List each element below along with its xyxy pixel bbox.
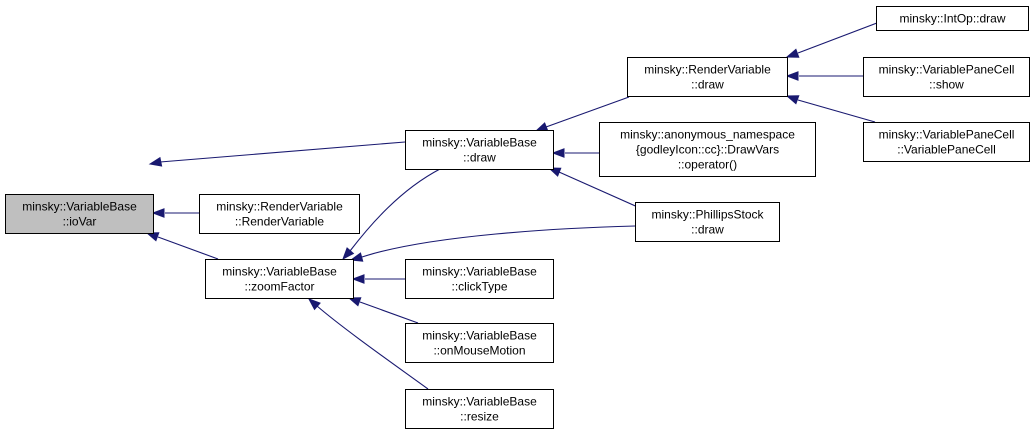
arrowhead [351, 274, 365, 284]
node-label-line: minsky::RenderVariable [216, 200, 343, 214]
node-box [405, 259, 554, 299]
node-label-line: minsky::RenderVariable [644, 63, 771, 77]
node-label-line: ::resize [460, 410, 499, 424]
node-drawvars[interactable]: minsky::anonymous_namespace{godleyIcon::… [599, 122, 816, 177]
node-label-line: minsky::VariablePaneCell [879, 128, 1015, 142]
edge-phillips-to-zoomfactor [349, 225, 636, 262]
node-box [405, 130, 554, 170]
node-box [627, 57, 788, 97]
node-box [405, 323, 554, 363]
edge-line [558, 171, 641, 209]
edge-line [797, 99, 876, 123]
node-box [5, 194, 154, 234]
edge-vpc_show-to-rv_draw [785, 71, 863, 81]
edge-intop-to-rv_draw [785, 17, 891, 58]
node-iovar[interactable]: minsky::VariableBase::ioVar [5, 194, 154, 234]
edge-vb_draw-to-iovar [148, 141, 406, 167]
edge-resize-to-zoomfactor [307, 298, 429, 390]
edge-vpc_ctor-to-rv_draw [785, 95, 876, 123]
arrowhead [148, 156, 163, 167]
node-rv_draw[interactable]: minsky::RenderVariable::draw [627, 57, 788, 97]
edge-line [797, 17, 891, 54]
edge-onmouse-to-zoomfactor [347, 297, 419, 324]
edge-clicktype-to-zoomfactor [351, 274, 405, 284]
arrowhead [785, 48, 800, 58]
arrowhead [342, 247, 355, 261]
edge-line [361, 225, 636, 258]
node-label-line: ::RenderVariable [235, 215, 324, 229]
node-label-line: ::operator() [678, 158, 737, 172]
node-label-line: ::zoomFactor [244, 280, 314, 294]
nodes-layer: minsky::VariableBase::ioVar minsky::Rende… [5, 6, 1030, 429]
node-label-line: minsky::VariableBase [222, 265, 337, 279]
node-rv_ctor[interactable]: minsky::RenderVariable::RenderVariable [199, 194, 360, 234]
edge-line [159, 141, 406, 163]
edge-line [316, 305, 429, 390]
node-vpc_show[interactable]: minsky::VariablePaneCell::show [863, 57, 1030, 97]
node-vb_draw[interactable]: minsky::VariableBase::draw [405, 130, 554, 170]
node-box [863, 57, 1030, 97]
node-label-line: {godleyIcon::cc}::DrawVars [636, 143, 779, 157]
node-box [876, 6, 1029, 31]
arrowhead [151, 208, 165, 218]
edge-line [349, 168, 441, 252]
node-label-line: ::show [929, 78, 964, 92]
node-zoomfactor[interactable]: minsky::VariableBase::zoomFactor [205, 259, 354, 299]
node-label-line: minsky::VariableBase [422, 265, 537, 279]
arrowhead [307, 298, 321, 311]
node-label-line: minsky::VariableBase [422, 329, 537, 343]
node-label-line: minsky::anonymous_namespace [620, 128, 795, 142]
node-onmouse[interactable]: minsky::VariableBase::onMouseMotion [405, 323, 554, 363]
edge-line [359, 301, 419, 324]
arrowhead [785, 95, 800, 105]
node-label-line: minsky::VariableBase [422, 136, 537, 150]
node-box [405, 389, 554, 429]
edge-rv_ctor-to-iovar [151, 208, 199, 218]
node-box [205, 259, 354, 299]
node-phillips[interactable]: minsky::PhillipsStock::draw [635, 202, 780, 242]
node-label-line: ::clickType [451, 280, 507, 294]
node-box [635, 202, 780, 242]
node-label-line: ::draw [691, 223, 724, 237]
arrowhead [551, 148, 565, 158]
node-label-line: minsky::VariablePaneCell [879, 63, 1015, 77]
arrowhead [785, 71, 799, 81]
edge-drawvars-to-vb_draw [551, 148, 599, 158]
node-resize[interactable]: minsky::VariableBase::resize [405, 389, 554, 429]
edge-zoomfactor-to-iovar [145, 232, 219, 260]
edge-vb_draw-to-zoomfactor [342, 168, 441, 261]
node-clicktype[interactable]: minsky::VariableBase::clickType [405, 259, 554, 299]
node-label-line: minsky::PhillipsStock [651, 208, 764, 222]
node-label-line: ::ioVar [63, 215, 97, 229]
node-box [599, 122, 816, 177]
node-label-line: minsky::VariableBase [22, 200, 137, 214]
node-label-line: minsky::VariableBase [422, 395, 537, 409]
arrowhead [347, 297, 362, 307]
node-intop[interactable]: minsky::IntOp::draw [876, 6, 1029, 31]
arrowhead [534, 122, 549, 132]
edge-line [545, 96, 630, 128]
node-vpc_ctor[interactable]: minsky::VariablePaneCell::VariablePaneCe… [863, 122, 1030, 162]
node-label-line: ::onMouseMotion [433, 344, 525, 358]
node-label-line: ::VariablePaneCell [897, 143, 996, 157]
edge-line [157, 236, 219, 260]
edges-layer [145, 17, 891, 390]
node-label-line: minsky::IntOp::draw [899, 12, 1005, 26]
node-box [863, 122, 1030, 162]
node-label-line: ::draw [463, 151, 496, 165]
node-label-line: ::draw [691, 78, 724, 92]
node-box [199, 194, 360, 234]
